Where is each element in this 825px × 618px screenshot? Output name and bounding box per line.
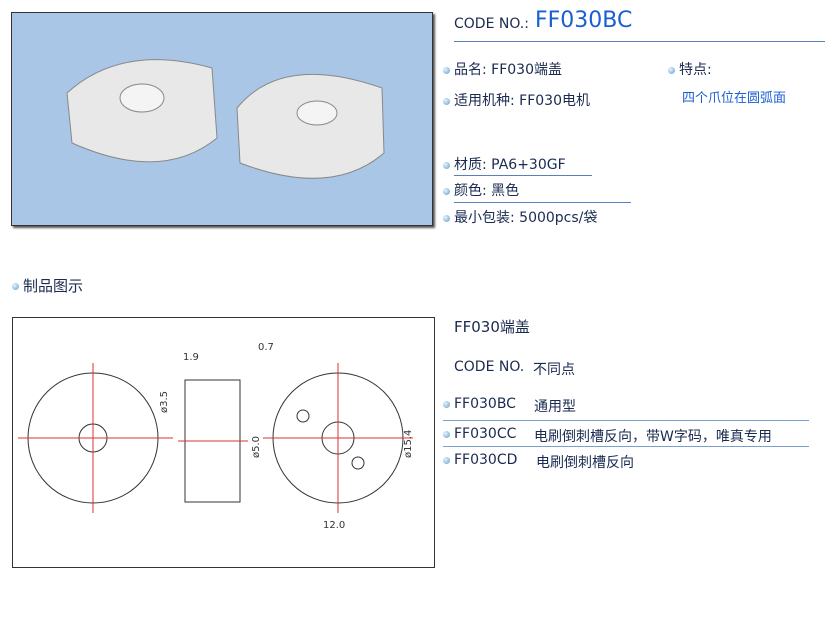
spec-motor: 适用机种: FF030电机 (443, 90, 590, 110)
dim-0-7: 0.7 (258, 342, 274, 353)
variant-diff: 通用型 (534, 399, 576, 415)
dim-12-0: 12.0 (323, 520, 345, 531)
variant-row: FF030BC (443, 396, 516, 412)
variant-row: FF030CD (443, 452, 517, 468)
section-title: 制品图示 (12, 275, 83, 296)
spec-feature-value: 四个爪位在圆弧面 (682, 91, 787, 106)
spec-material: 材质: PA6+30GF (443, 154, 566, 174)
bullet-icon (443, 214, 450, 222)
variant-diff: 电刷倒刺槽反向，带W字码，唯真专用 (534, 429, 772, 445)
bullet-icon (443, 97, 450, 105)
dim-1-9: 1.9 (183, 352, 199, 363)
code-label: CODE NO.: (454, 16, 529, 32)
product-photo (11, 12, 433, 226)
bullet-icon (443, 161, 450, 169)
bullet-icon (668, 66, 675, 74)
variant-diff: 电刷倒刺槽反向 (536, 455, 634, 471)
dim-d15-4: ø15.4 (403, 430, 414, 458)
dim-d5-0: ø5.0 (251, 436, 262, 458)
bullet-icon (12, 283, 19, 290)
spec-packing: 最小包装: 5000pcs/袋 (443, 207, 597, 227)
col-diff: 不同点 (533, 362, 575, 378)
col-code: CODE NO. (454, 359, 525, 375)
bullet-icon (443, 430, 450, 438)
bullet-icon (443, 400, 450, 408)
spec-color: 颜色: 黑色 (443, 180, 519, 200)
bullet-icon (443, 456, 450, 464)
variant-row: FF030CC (443, 426, 516, 442)
bullet-icon (443, 66, 450, 74)
dim-d3-5: ø3.5 (159, 391, 170, 413)
code-value: FF030BC (535, 8, 633, 33)
spec-feature-label: 特点: (668, 59, 712, 79)
technical-drawing: 1.9 0.7 ø3.5 ø5.0 ø15.4 12.0 (12, 317, 435, 568)
bullet-icon (443, 187, 450, 195)
spec-name: 品名: FF030端盖 (443, 59, 562, 79)
variants-title: FF030端盖 (454, 318, 530, 336)
